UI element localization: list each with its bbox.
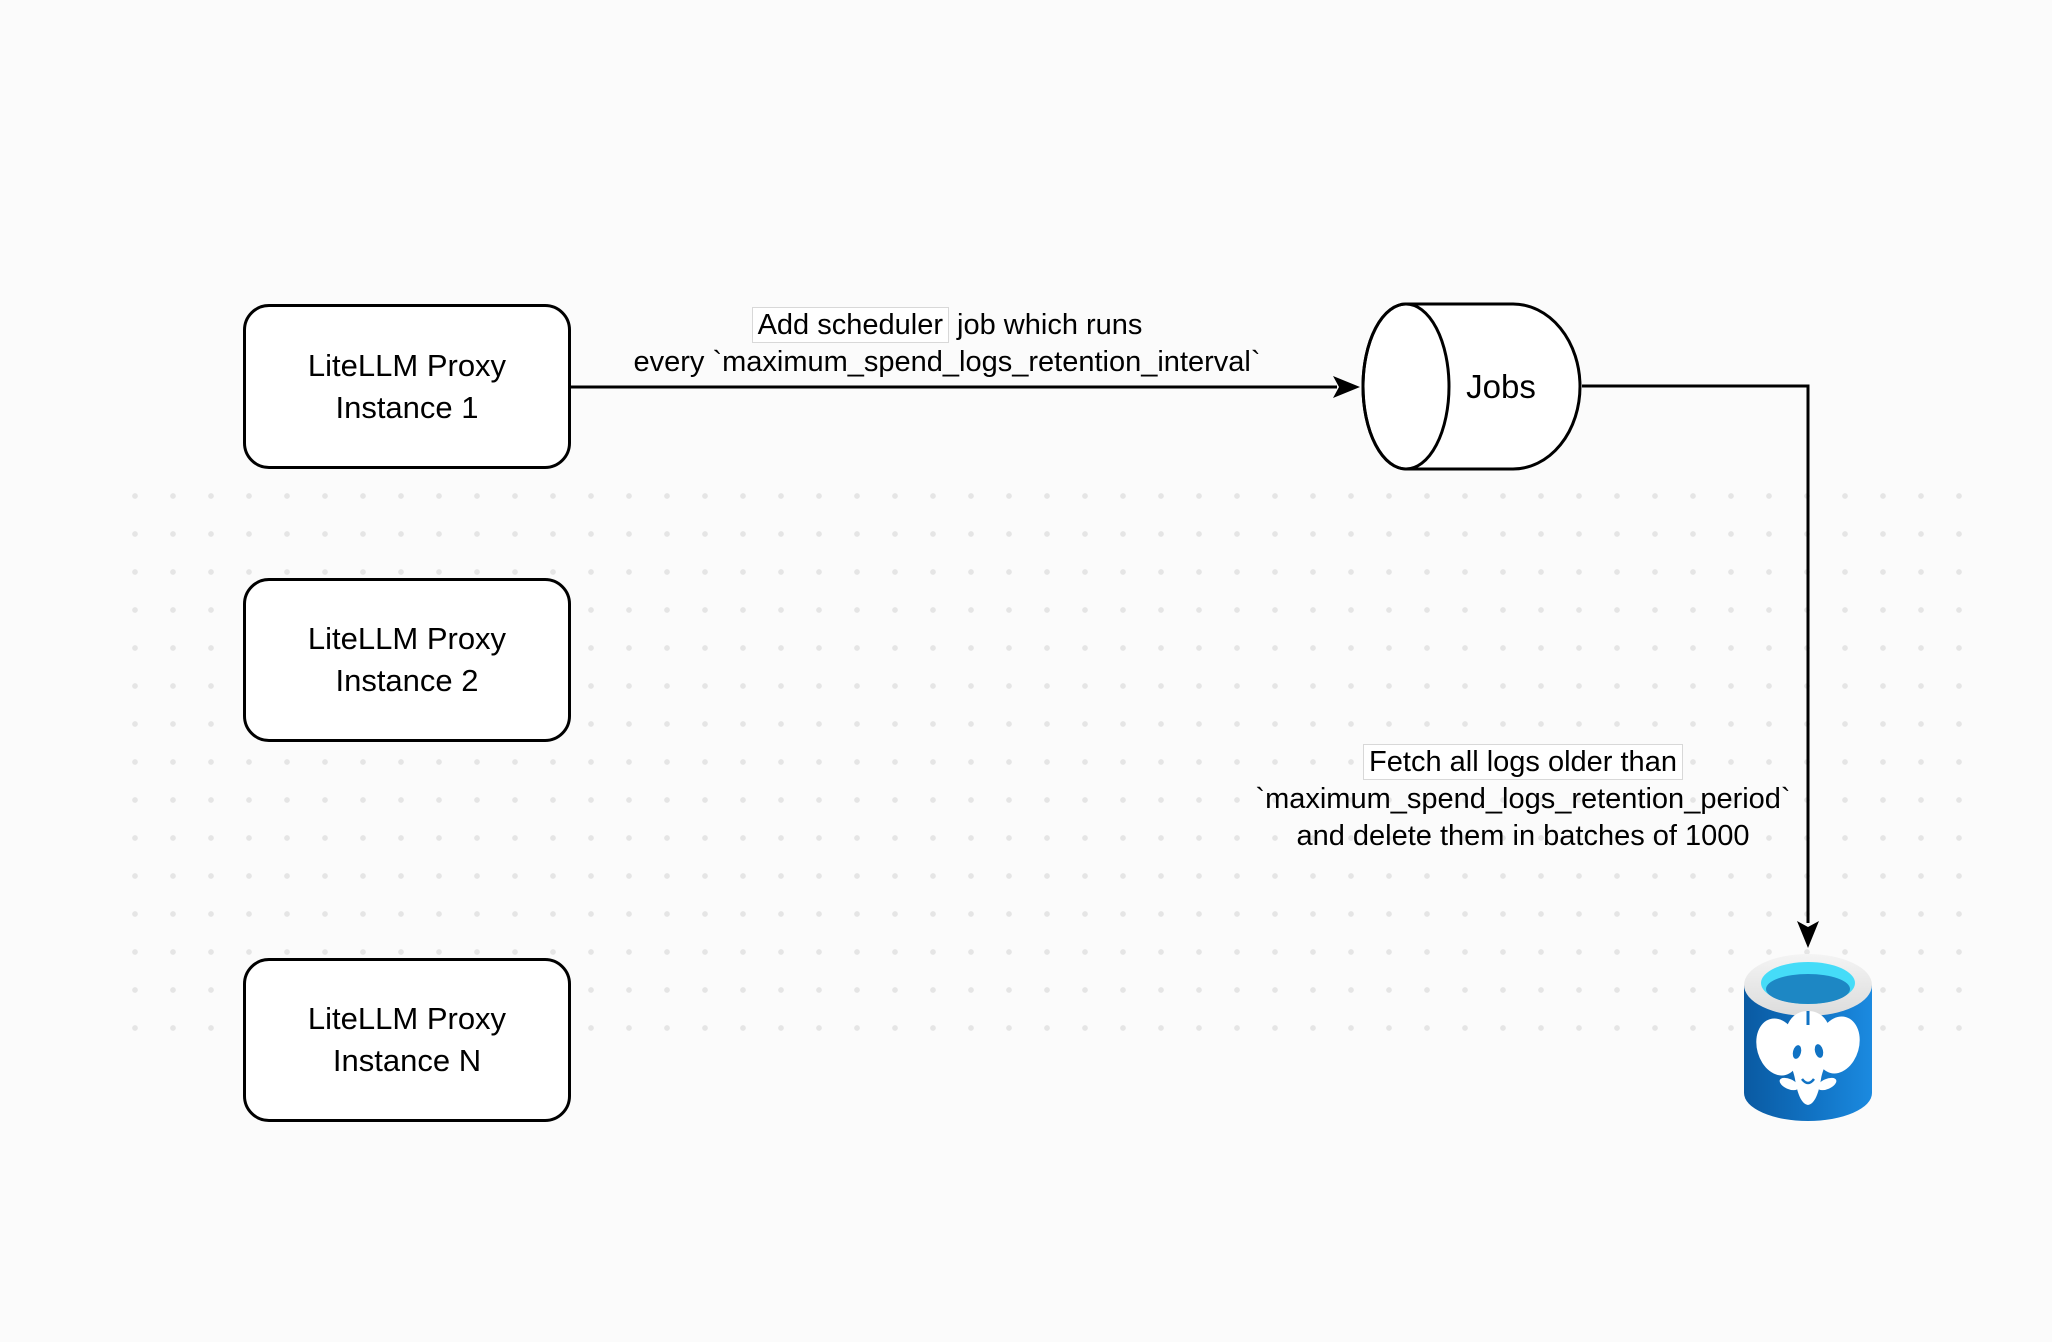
node-title: LiteLLM Proxy: [307, 1001, 507, 1036]
fetch-label-line2: `maximum_spend_logs_retention_period`: [1255, 783, 1791, 815]
jobs-cylinder-cap: [1361, 302, 1451, 471]
postgres-elephant: [1756, 1011, 1860, 1105]
jobs-label: Jobs: [1466, 368, 1536, 405]
postgres-water-dark: [1766, 974, 1850, 1004]
edge-label-fetch-delete: Fetch all logs older than `maximum_spend…: [1163, 744, 1883, 855]
edge-label-line1-boxed: Add scheduler: [751, 307, 949, 343]
edge-label-line2: every `maximum_spend_logs_retention_inte…: [633, 346, 1261, 378]
node-jobs-queue: Jobs: [1361, 302, 1582, 471]
node-title: LiteLLM Proxy: [307, 347, 507, 383]
node-subtitle: Instance N: [332, 1043, 482, 1078]
node-title: LiteLLM Proxy: [307, 621, 507, 656]
postgresql-database-icon: [1744, 954, 1872, 1121]
fetch-label-line3: and delete them in batches of 1000: [1296, 820, 1750, 852]
node-litellm-proxy-instance-2: LiteLLM Proxy Instance 2: [243, 578, 571, 742]
edge-label-line1-rest: job which runs: [948, 309, 1143, 341]
node-litellm-proxy-instance-n: LiteLLM Proxy Instance N: [243, 958, 571, 1122]
arrow-proxy-to-jobs: [571, 376, 1360, 398]
node-subtitle: Instance 1: [335, 389, 479, 425]
edge-label-add-scheduler: Add scheduler job which runs every `maxi…: [587, 307, 1307, 381]
arrow-jobs-to-postgres: [1582, 384, 1819, 948]
fetch-label-line1: Fetch all logs older than: [1363, 744, 1683, 780]
node-litellm-proxy-instance-1: LiteLLM Proxy Instance 1: [243, 304, 571, 469]
node-subtitle: Instance 2: [335, 663, 479, 698]
